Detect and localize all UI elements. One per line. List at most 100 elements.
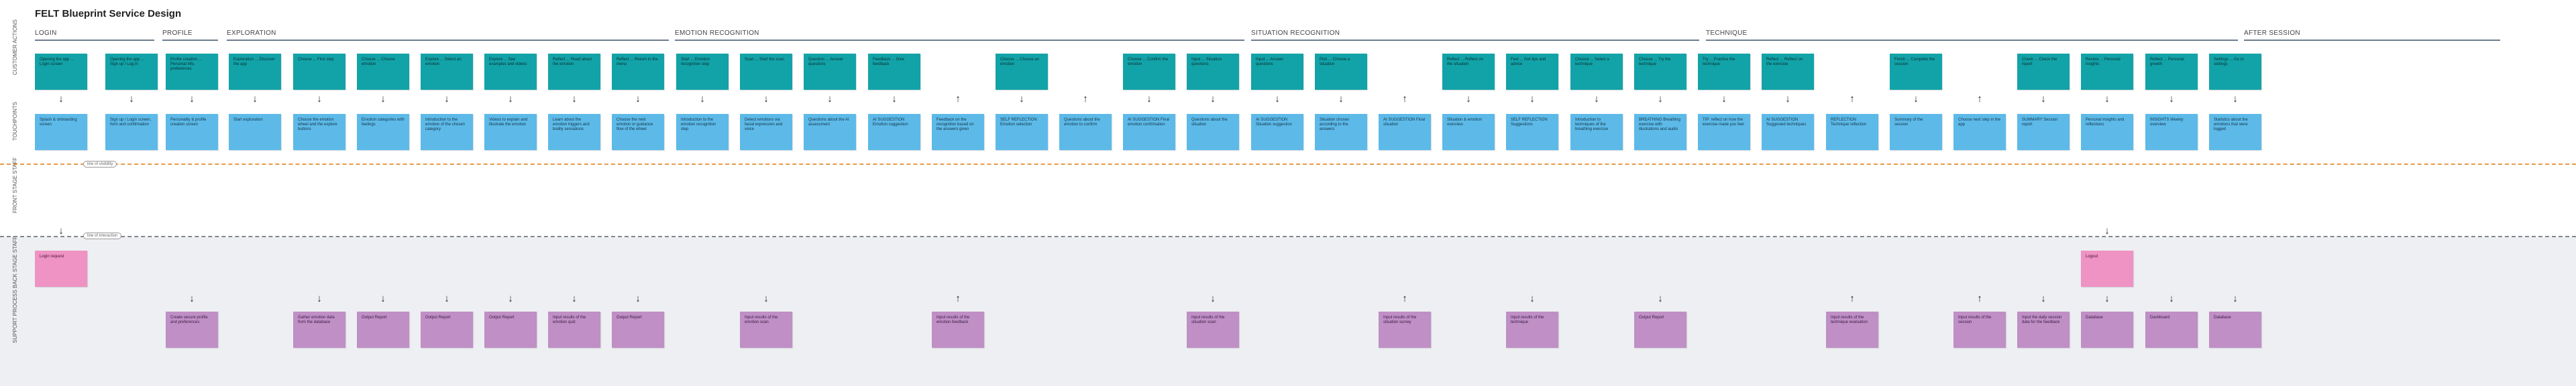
touchpoint-note[interactable]: TIP: reflect on how the exercise made yo… [1698,114,1750,150]
support-note[interactable]: Input results of the situation survey [1379,312,1431,348]
customer-action-note[interactable]: Settings ... Go to settings [2209,54,2261,90]
customer-action-note[interactable]: Reflect ... Return to the menu [612,54,664,90]
touchpoint-note[interactable]: Splash & onboarding screen [35,114,87,150]
customer-action-note[interactable]: Reflect ... Personal growth [2145,54,2198,90]
touchpoint-note[interactable]: AI SUGGESTION Situation suggestion [1251,114,1303,150]
arrow-down-icon: ↓ [572,293,577,304]
touchpoint-note[interactable]: Questions about the situation [1187,114,1239,150]
support-note[interactable]: Input results of the session [1953,312,2006,348]
touchpoint-note[interactable]: Sign up / Login screen, form and confirm… [105,114,158,150]
touchpoint-note[interactable]: AI SUGGESTION Final situation [1379,114,1431,150]
arrow-up-icon: ↑ [1083,93,1088,105]
customer-action-note[interactable]: Input ... Answer questions [1251,54,1303,90]
customer-action-note[interactable]: Opening the app ... Sign up / Log in [105,54,158,90]
support-note[interactable]: Output Report [484,312,537,348]
touchpoint-note[interactable]: Start exploration [229,114,281,150]
support-note[interactable]: Input results of the emotion feedback [932,312,984,348]
touchpoint-note[interactable]: Statistics about the emotions that were … [2209,114,2261,150]
customer-action-note[interactable]: Reflect ... Reflect on the situation [1442,54,1495,90]
touchpoint-note[interactable]: Feedback on the recognition based on the… [932,114,984,150]
customer-action-note[interactable]: Review ... Personal insights [2081,54,2133,90]
customer-action-note[interactable]: Input ... Situation questions [1187,54,1239,90]
customer-action-note[interactable]: Opening the app ... Login screen [35,54,87,90]
touchpoint-note[interactable]: Introduction to the emotion recognition … [676,114,729,150]
support-note[interactable]: Database [2081,312,2133,348]
customer-action-note[interactable]: Profile creation ... Personal info, pref… [166,54,218,90]
touchpoint-note[interactable]: Questions about the emotion to confirm [1059,114,1112,150]
touchpoint-note[interactable]: Summary of the session [1890,114,1942,150]
touchpoint-note[interactable]: AI SUGGESTION Final emotion confirmation [1123,114,1175,150]
customer-action-note[interactable]: Reflect ... Read about the emotion [548,54,600,90]
touchpoint-note[interactable]: Videos to explain and illustrate the emo… [484,114,537,150]
touchpoint-note[interactable]: Situation chosen according to the answer… [1315,114,1367,150]
touchpoint-note[interactable]: SELF REFLECTION Suggestions [1506,114,1558,150]
support-note[interactable]: Output Report [357,312,409,348]
arrow-down-icon: ↓ [1658,293,1663,304]
line-of-interaction-label: line of interaction [83,233,122,239]
support-note[interactable]: Input results of the emotion quiz [548,312,600,348]
customer-action-note[interactable]: Choose ... Confirm the emotion [1123,54,1175,90]
arrow-down-icon: ↓ [58,93,64,105]
touchpoint-note[interactable]: AI SUGGESTION Emotion suggestion [868,114,920,150]
support-note[interactable]: Gather emotion data from the database [293,312,345,348]
customer-action-note[interactable]: Choose ... Try the technique [1634,54,1686,90]
support-note[interactable]: Create secure profile and preferences [166,312,218,348]
support-note[interactable]: Input results of the emotion scan [740,312,792,348]
touchpoint-note[interactable]: Choose the emotion wheel and the explore… [293,114,345,150]
customer-action-note[interactable]: Reflect ... Reflect on the exercise [1762,54,1814,90]
backstage-note[interactable]: Login request [35,251,87,287]
touchpoint-note[interactable]: Introduction to techniques of the breath… [1570,114,1623,150]
customer-action-note[interactable]: Question ... Answer questions [804,54,856,90]
arrow-down-icon: ↓ [317,93,322,105]
touchpoint-note[interactable]: Personality & profile creation screen [166,114,218,150]
touchpoint-note[interactable]: Choose the next emotion or guidance flow… [612,114,664,150]
touchpoint-note[interactable]: Detect emotions via facial expression an… [740,114,792,150]
customer-action-note[interactable]: Pick ... Choose a situation [1315,54,1367,90]
customer-action-note[interactable]: Exploration ... Discover the app [229,54,281,90]
support-note[interactable]: Database [2209,312,2261,348]
customer-action-note[interactable]: Finish ... Complete the session [1890,54,1942,90]
arrow-down-icon: ↓ [2041,293,2046,304]
touchpoint-note[interactable]: Choose next step in the app [1953,114,2006,150]
customer-action-note[interactable]: Start ... Emotion recognition step [676,54,729,90]
backstage-note[interactable]: Logout [2081,251,2133,287]
customer-action-note[interactable]: Try ... Practice the technique [1698,54,1750,90]
touchpoint-note[interactable]: Introduction to the emotion of the chose… [421,114,473,150]
customer-action-note[interactable]: Choose ... Choose an emotion [996,54,1048,90]
touchpoint-note[interactable]: SUMMARY Session report [2017,114,2070,150]
support-note[interactable]: Input results of the situation scan [1187,312,1239,348]
arrow-down-icon: ↓ [58,225,64,237]
touchpoint-note[interactable]: SELF REFLECTION Emotion selection [996,114,1048,150]
arrow-down-icon: ↓ [2041,93,2046,105]
touchpoint-note[interactable]: BREATHING Breathing exercise with illust… [1634,114,1686,150]
customer-action-note[interactable]: Feel ... Get tips and advice [1506,54,1558,90]
touchpoint-note[interactable]: Emotion categories with feelings [357,114,409,150]
customer-action-note[interactable]: Explore ... See examples and videos [484,54,537,90]
touchpoint-note[interactable]: Situation & emotion overview [1442,114,1495,150]
touchpoint-note[interactable]: Personal insights and reflections [2081,114,2133,150]
customer-action-note[interactable]: Choose ... Select a technique [1570,54,1623,90]
touchpoint-note[interactable]: REFLECTION Technique reflection [1826,114,1878,150]
customer-action-note[interactable]: Choose ... First step [293,54,345,90]
support-note[interactable]: Output Report [1634,312,1686,348]
customer-action-note[interactable]: Check ... Check the report [2017,54,2070,90]
support-note[interactable]: Input results of the technique [1506,312,1558,348]
customer-action-note[interactable]: Explore ... Select an emotion [421,54,473,90]
support-note[interactable]: Output Report [421,312,473,348]
support-note[interactable]: Dashboard [2145,312,2198,348]
support-note[interactable]: Input results of the technique evaluatio… [1826,312,1878,348]
arrow-down-icon: ↓ [763,293,769,304]
customer-action-note[interactable]: Choose ... Choose emotion [357,54,409,90]
support-note[interactable]: Input the daily session data for the fee… [2017,312,2070,348]
touchpoint-note[interactable]: Questions about the AI assessment [804,114,856,150]
blueprint-title: FELT Blueprint Service Design [35,8,182,19]
touchpoint-note[interactable]: AI SUGGESTION Suggested techniques [1762,114,1814,150]
arrow-down-icon: ↓ [700,93,705,105]
customer-action-note[interactable]: Feedback ... Give feedback [868,54,920,90]
support-note[interactable]: Output Report [612,312,664,348]
customer-action-note[interactable]: Scan ... Start the scan [740,54,792,90]
arrow-down-icon: ↓ [635,93,641,105]
touchpoint-note[interactable]: INSIGHTS Weekly overview [2145,114,2198,150]
touchpoint-note[interactable]: Learn about the emotion triggers and bod… [548,114,600,150]
